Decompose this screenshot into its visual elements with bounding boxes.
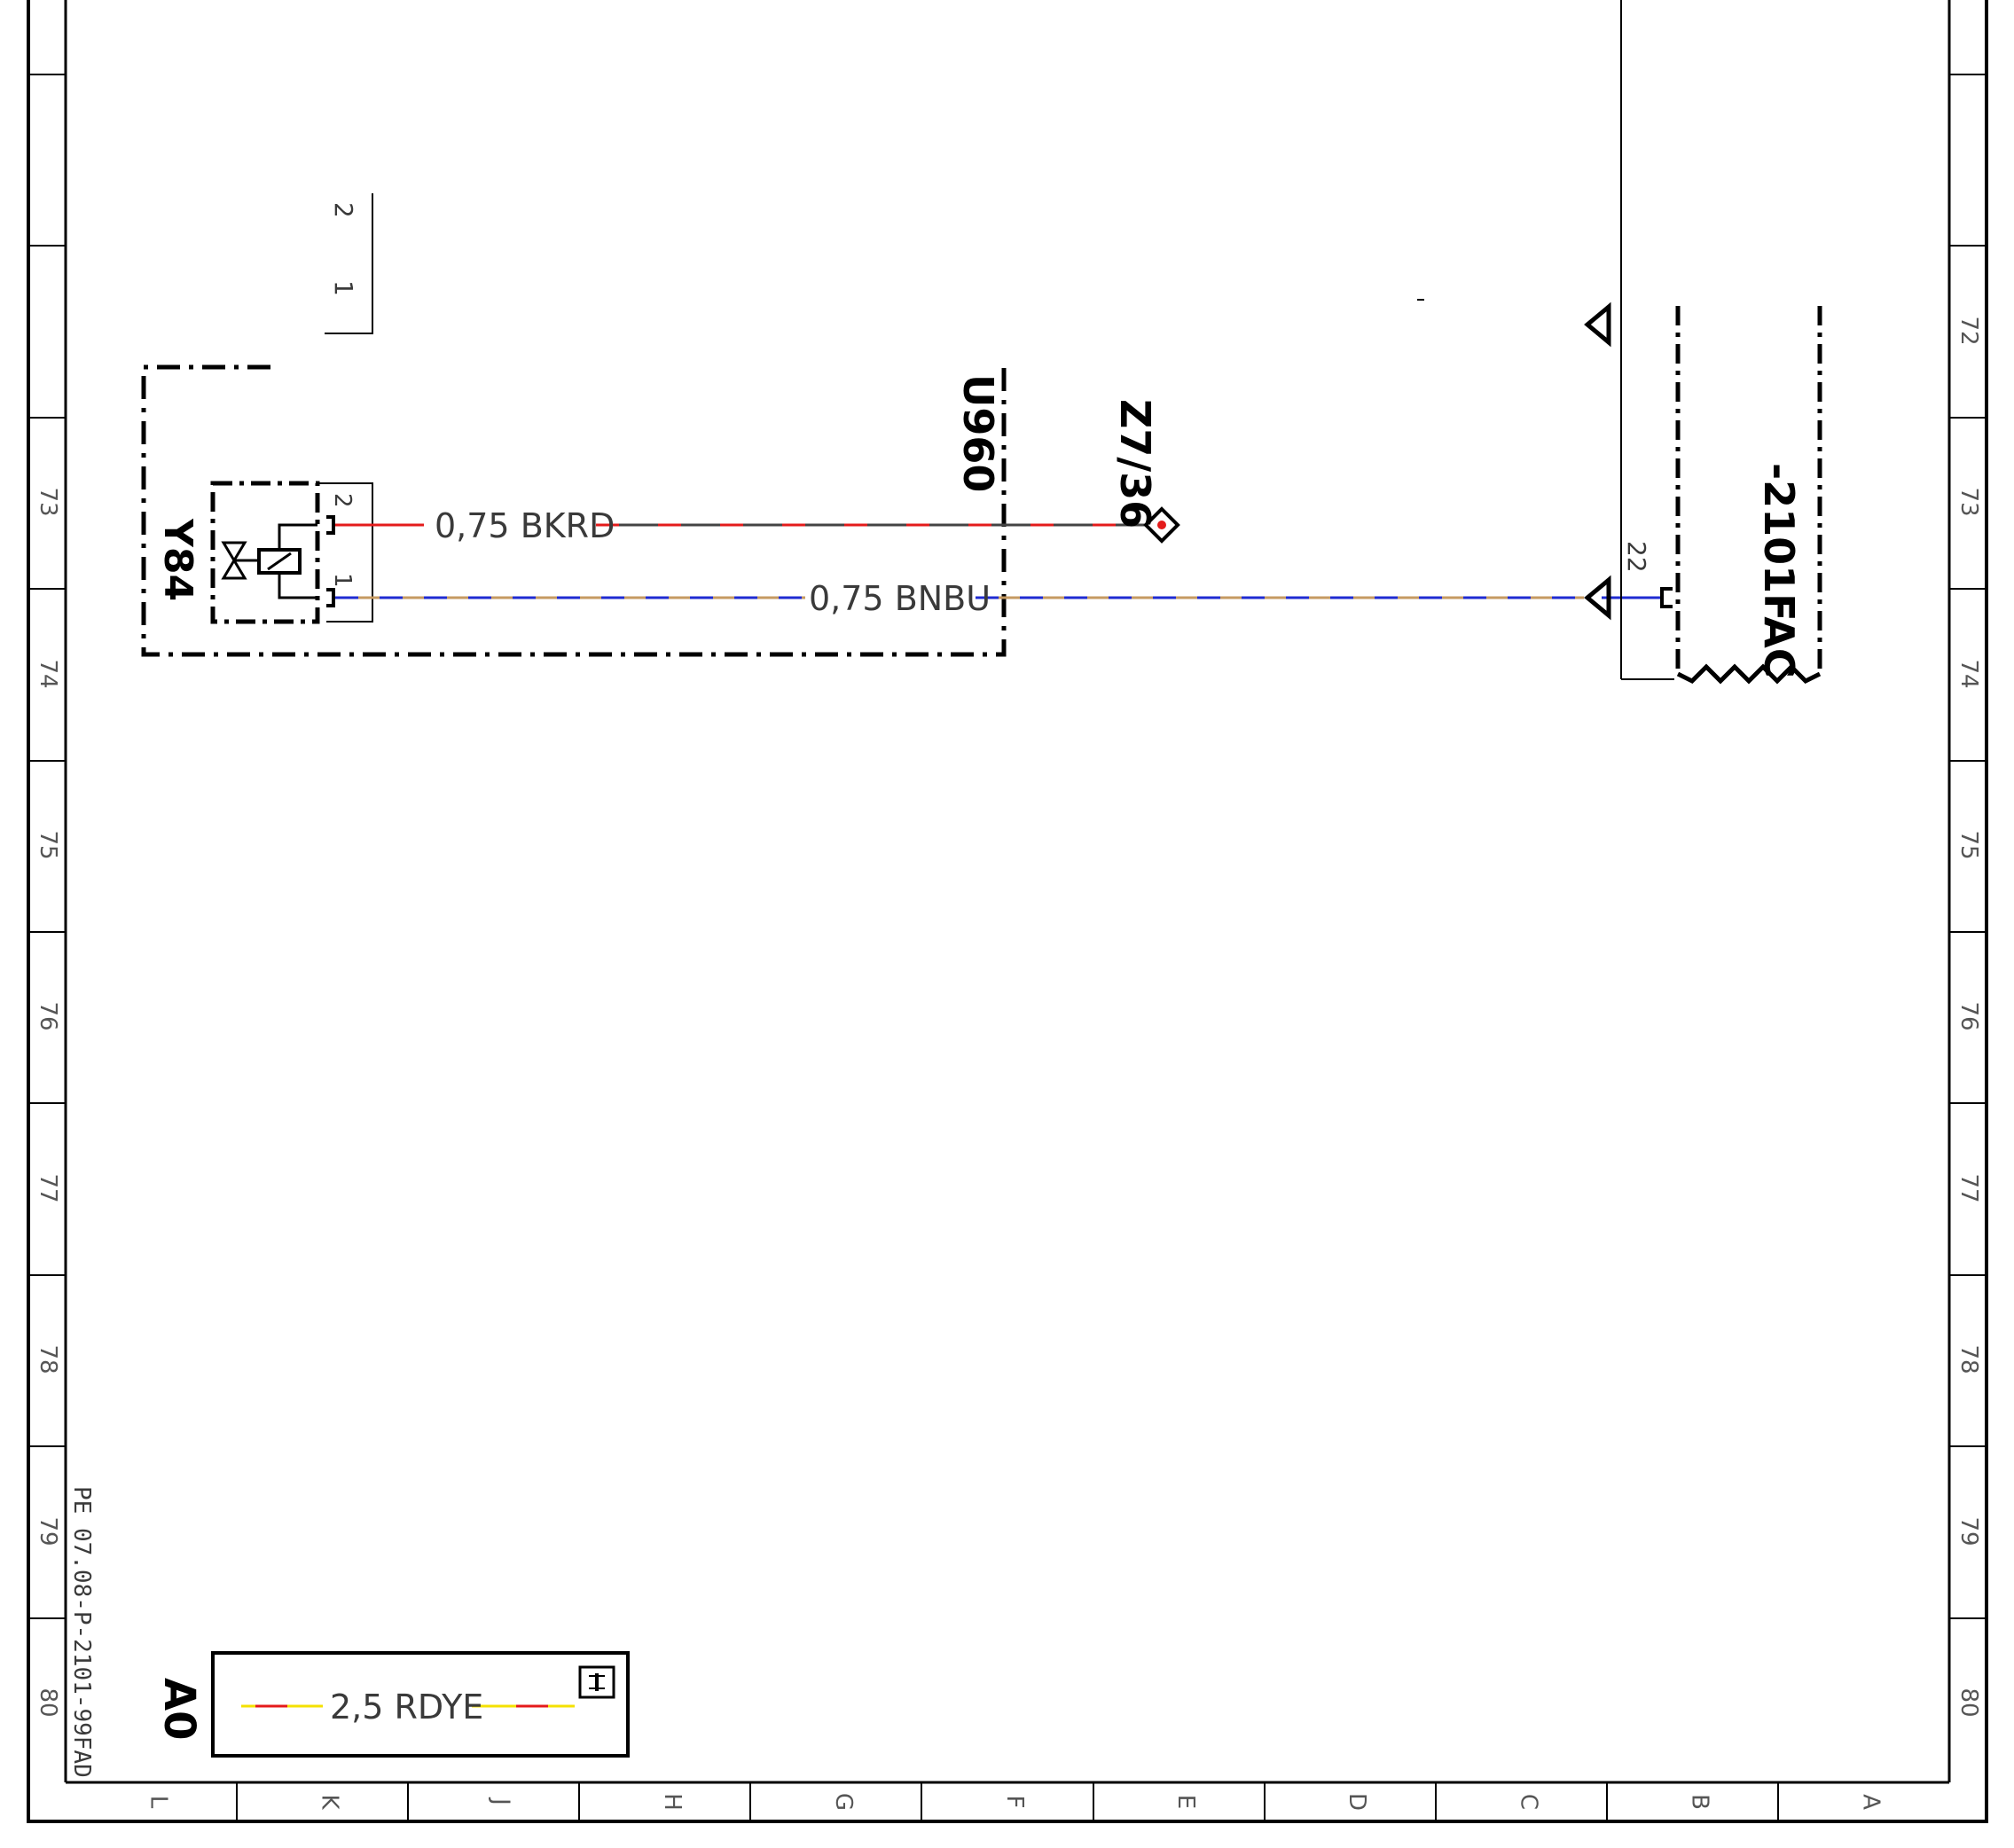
row-number-right: 75: [1955, 830, 1982, 859]
column-letter: H: [659, 1793, 686, 1811]
y84-pin-2: 2: [329, 493, 356, 508]
column-letter: K: [317, 1794, 343, 1810]
harness-connector: [1417, 0, 1674, 680]
legend-wire-label: 2,5 RDYE: [330, 1687, 483, 1727]
column-letter: C: [1515, 1794, 1541, 1810]
z7-splice: Z7/36: [1111, 399, 1180, 544]
ecu-label: -2101FAC: [1755, 463, 1803, 678]
wire-bnbu: 0,75 BNBU: [335, 579, 1660, 618]
arrow-icon: [1584, 301, 1611, 348]
wire-bkrd: 0,75 BKRD: [335, 506, 1146, 545]
y84-label: Y84: [155, 518, 200, 601]
row-number-left: 73: [35, 487, 61, 516]
column-letter: E: [1172, 1795, 1199, 1809]
row-numbers-right: 72 73 74 75 76 77 78 79 80: [1955, 316, 1982, 1717]
y84-component: Y84 2 1: [155, 481, 373, 624]
coil-icon: [257, 523, 317, 599]
info-icon: [578, 1665, 615, 1699]
column-letter: A: [1857, 1794, 1884, 1810]
row-number-right: 76: [1955, 1001, 1982, 1030]
column-letter: F: [1001, 1796, 1028, 1809]
legend: A0 2,5 RDYE: [154, 1651, 630, 1758]
row-number-left: 77: [35, 1173, 61, 1202]
top-connector-stub: 2 1: [325, 193, 373, 334]
row-number-left: 75: [35, 830, 61, 859]
u960-label: U960: [954, 374, 1002, 492]
column-letter: L: [145, 1796, 172, 1809]
wire-bkrd-label: 0,75 BKRD: [435, 506, 615, 545]
column-letter: J: [488, 1797, 514, 1805]
ecu-pin-22: 22: [1622, 541, 1651, 573]
column-letter: G: [830, 1793, 857, 1811]
row-number-left: 76: [35, 1001, 61, 1030]
row-number-right: 78: [1955, 1344, 1982, 1374]
drawing-frame: [27, 0, 1988, 1823]
row-numbers-left: 73 74 75 76 77 78 79 80: [35, 487, 61, 1717]
row-number-right: 77: [1955, 1173, 1982, 1202]
row-number-left: 79: [35, 1516, 61, 1546]
ecu-block: 22 -2101FAC: [1622, 306, 1822, 685]
row-number-left: 78: [35, 1344, 61, 1374]
row-number-right: 80: [1955, 1687, 1982, 1717]
row-number-right: 72: [1955, 316, 1982, 345]
z7-label: Z7/36: [1111, 399, 1159, 529]
row-number-right: 79: [1955, 1516, 1982, 1546]
valve-icon: [221, 541, 259, 580]
y84-pin-1: 1: [329, 573, 356, 588]
arrow-icon: [1584, 575, 1611, 621]
legend-label: A0: [154, 1678, 204, 1741]
drawing-code: PE 07.08-P-2101-99FAD: [68, 1486, 95, 1778]
row-number-right: 74: [1955, 659, 1982, 688]
column-letter: B: [1686, 1794, 1712, 1810]
top-connector-pin-1: 1: [329, 280, 358, 296]
u960-boundary: [141, 364, 1007, 657]
top-connector-pin-2: 2: [329, 202, 358, 218]
wire-bnbu-label: 0,75 BNBU: [809, 579, 991, 618]
column-letter: D: [1344, 1793, 1370, 1811]
row-number-right: 73: [1955, 487, 1982, 516]
row-number-left: 80: [35, 1687, 61, 1717]
row-number-left: 74: [35, 659, 61, 688]
